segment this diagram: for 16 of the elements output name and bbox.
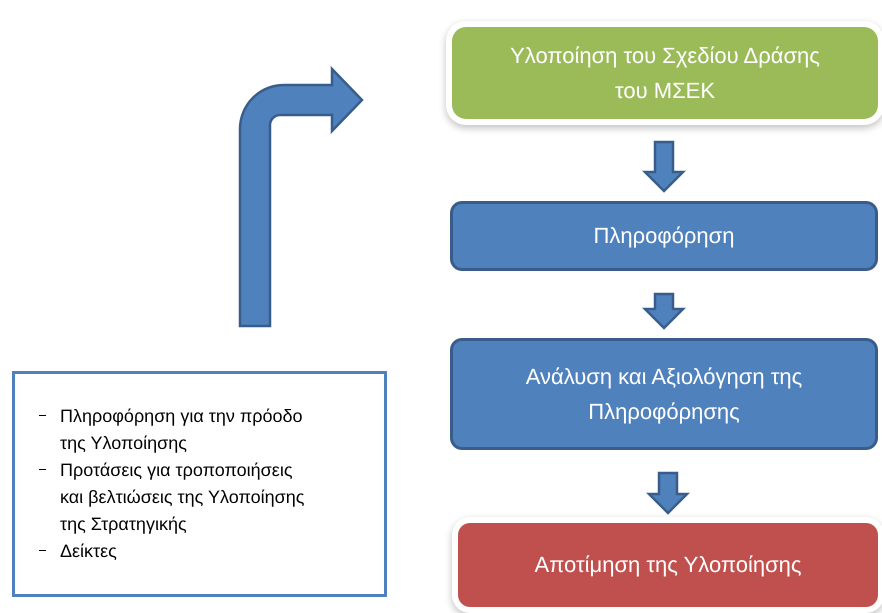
process-box xyxy=(458,523,878,607)
box-label: Πληροφόρηση xyxy=(592,222,736,250)
block-arrow xyxy=(646,472,690,515)
box-label: Ανάλυση και Αξιολόγηση της Πληροφόρησης xyxy=(524,362,804,426)
process-box xyxy=(452,27,878,119)
list-item-text: Πληροφόρηση για την πρόοδο της Υλοποίησης xyxy=(60,405,304,455)
process-box xyxy=(450,201,878,271)
block-arrow xyxy=(642,292,686,330)
block-arrow xyxy=(642,140,686,193)
list-item-text: Δείκτες xyxy=(60,540,117,563)
note-box xyxy=(12,371,387,597)
process-box xyxy=(450,338,878,450)
block-arrow xyxy=(238,68,364,328)
box-label: Αποτίμηση της Υλοποίησης xyxy=(533,551,803,580)
list-item-text: Προτάσεις για τροποποιήσεις και βελτιώσεις της Υλοποίησης της Στρατηγικής xyxy=(60,459,306,536)
box-label: Υλοποίηση του Σχεδίου Δράσης του ΜΣΕΚ xyxy=(509,42,821,105)
